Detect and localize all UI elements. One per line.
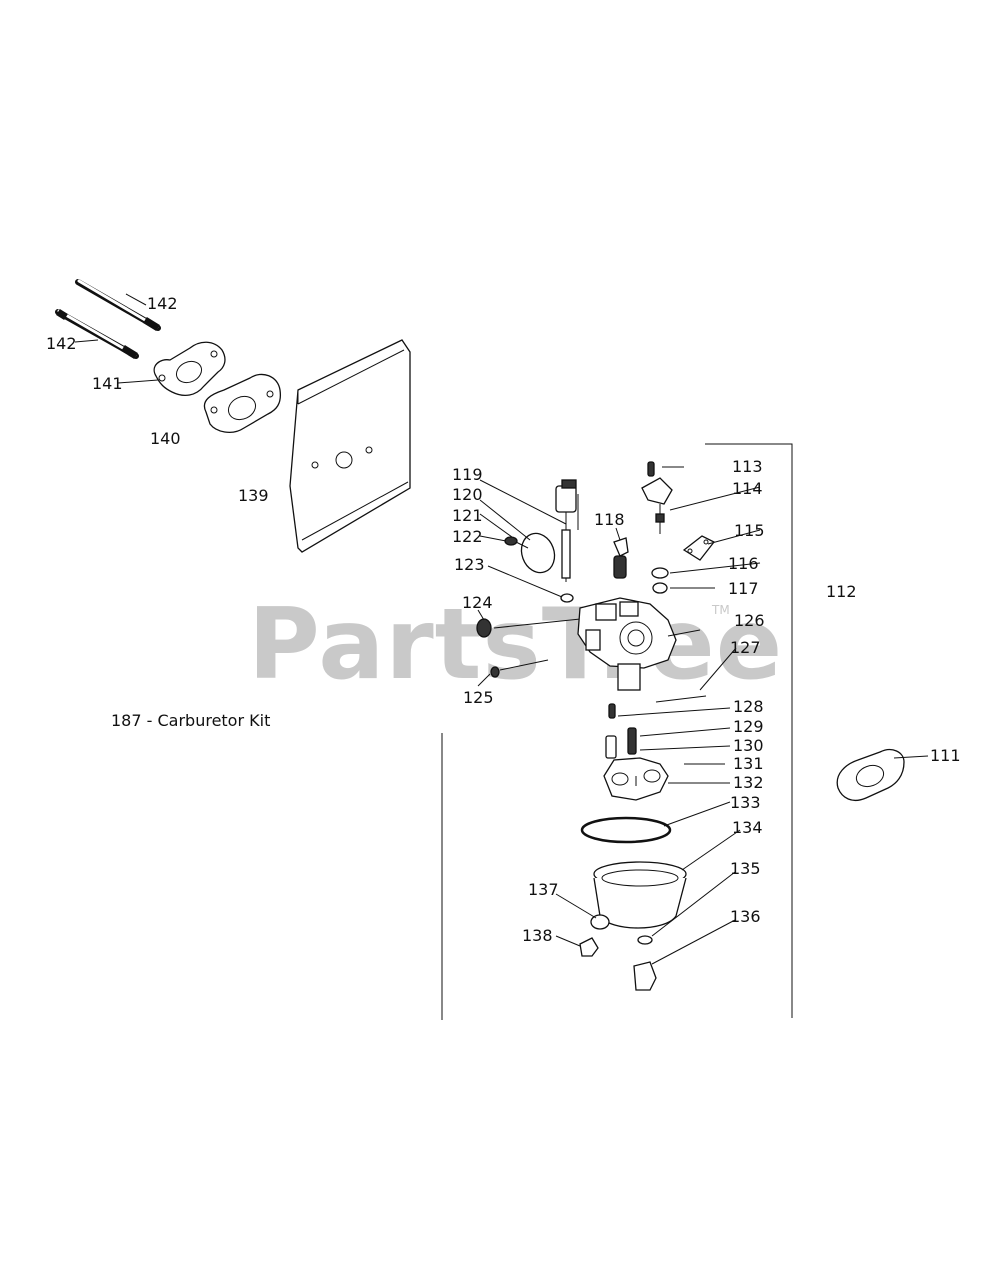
part-129-130-jet[interactable] (605, 727, 637, 759)
callout-129: 129 (733, 717, 764, 736)
part-134-float-bowl[interactable] (593, 861, 687, 929)
callout-127: 127 (730, 638, 761, 657)
callout-135: 135 (730, 859, 761, 878)
callout-142: 142 (46, 334, 77, 353)
callout-123: 123 (454, 555, 485, 574)
part-136-bowl-nut[interactable] (633, 961, 657, 991)
part-126-carburetor-body[interactable] (577, 597, 701, 691)
callout-119: 119 (452, 465, 483, 484)
part-121-122-screws[interactable] (504, 536, 529, 549)
part-123-washer[interactable] (560, 593, 574, 603)
part-116-washer[interactable] (651, 567, 669, 579)
callout-122: 122 (452, 527, 483, 546)
callout-142: 142 (147, 294, 178, 313)
callout-126: 126 (734, 611, 765, 630)
callout-128: 128 (733, 697, 764, 716)
callout-133: 133 (730, 793, 761, 812)
callout-140: 140 (150, 429, 181, 448)
part-118-fuel-inlet[interactable] (613, 537, 629, 579)
callout-138: 138 (522, 926, 553, 945)
part-113-screw[interactable] (647, 461, 684, 477)
part-127-pin[interactable] (655, 695, 707, 703)
callout-113: 113 (732, 457, 763, 476)
part-142-studs[interactable] (55, 279, 161, 359)
part-138-drain-screw[interactable] (579, 937, 599, 957)
part-114-throttle-lever[interactable] (641, 477, 673, 534)
part-133-o-ring[interactable] (580, 816, 672, 844)
watermark: PartsTree TM (248, 588, 783, 702)
part-124-screw[interactable] (476, 617, 591, 638)
callout-117: 117 (728, 579, 759, 598)
part-111-gasket[interactable] (836, 748, 905, 802)
callout-labels: 142 142 141 140 139 119 120 121 122 123 … (46, 294, 961, 945)
callout-115: 115 (734, 521, 765, 540)
callout-134: 134 (732, 818, 763, 837)
part-117-nut[interactable] (652, 582, 668, 594)
callout-137: 137 (528, 880, 559, 899)
callout-120: 120 (452, 485, 483, 504)
callout-118: 118 (594, 510, 625, 529)
part-131-132-float[interactable] (603, 757, 669, 801)
part-139-plate[interactable] (289, 339, 411, 553)
callout-130: 130 (733, 736, 764, 755)
part-141-gasket[interactable] (153, 341, 226, 397)
callout-136: 136 (730, 907, 761, 926)
part-140-insulator[interactable] (203, 373, 282, 434)
kit-label: 187 - Carburetor Kit (111, 711, 270, 730)
part-120-choke-plate[interactable] (516, 529, 560, 578)
part-137-gasket[interactable] (590, 914, 610, 930)
part-115-plate[interactable] (682, 535, 715, 561)
watermark-trademark: TM (711, 603, 730, 617)
watermark-text: PartsTree (248, 588, 783, 702)
callout-121: 121 (452, 506, 483, 525)
callout-111: 111 (930, 746, 961, 765)
callout-116: 116 (728, 554, 759, 573)
callout-141: 141 (92, 374, 123, 393)
part-119-choke-lever[interactable] (555, 479, 579, 582)
part-128-float-valve[interactable] (608, 703, 616, 719)
callout-132: 132 (733, 773, 764, 792)
callout-112: 112 (826, 582, 857, 601)
callout-125: 125 (463, 688, 494, 707)
callout-131: 131 (733, 754, 764, 773)
callout-114: 114 (732, 479, 763, 498)
callout-124: 124 (462, 593, 493, 612)
assembly-bracket (441, 443, 793, 1020)
part-125-jet[interactable] (490, 659, 549, 678)
leader-lines (74, 293, 929, 965)
callout-139: 139 (238, 486, 269, 505)
part-135-washer[interactable] (637, 935, 653, 945)
